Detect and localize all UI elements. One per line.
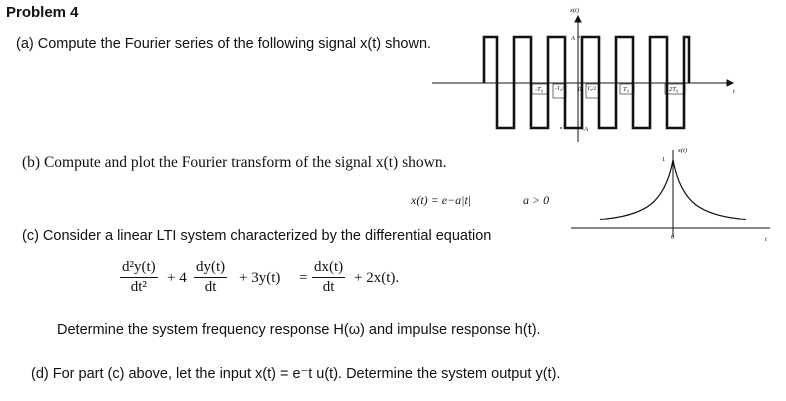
tick-box (664, 83, 686, 95)
problem-title: Problem 4 (6, 4, 79, 21)
tick-label: T₀ (623, 86, 629, 93)
tick-box (552, 83, 567, 99)
exp-curve-tail (739, 218, 747, 220)
exp-origin-label: 0 (671, 234, 675, 241)
y-axis-arrow (574, 14, 582, 23)
part-c-text: (c) Consider a linear LTI system charact… (22, 228, 492, 244)
part-c-question: Determine the system frequency response … (57, 322, 541, 338)
ode-frac-d2y: d²y(t) dt² (120, 259, 158, 296)
ode-term-3y: + 3y(t) (239, 270, 281, 286)
ode-d2y-den: dt² (130, 279, 147, 295)
sq-amp-pos: A (571, 35, 575, 42)
exp-t-label: t (765, 236, 767, 243)
exp-peak-label: 1 (662, 156, 666, 163)
ode-dx-num: dx(t) (314, 259, 344, 275)
fraction-bar (312, 277, 346, 278)
part-d-text: (d) For part (c) above, let the input x(… (31, 366, 561, 382)
ode-frac-dx: dx(t) dt (312, 259, 346, 296)
fraction-bar (194, 277, 228, 278)
ode-dy-num: dy(t) (196, 259, 226, 275)
ode-dy-den: dt (204, 279, 217, 295)
part-a-text: (a) Compute the Fourier series of the fo… (16, 36, 432, 52)
tick-box (619, 83, 635, 95)
tick-label: 2T₀ (669, 86, 679, 93)
ode-d2y-num: d²y(t) (122, 259, 156, 275)
exp-curve (605, 159, 741, 220)
ode-frac-dy: dy(t) dt (194, 259, 228, 296)
tick-label: 0 (578, 86, 582, 93)
tick-label: -T₀/2 (555, 86, 567, 92)
tick-box (585, 83, 600, 99)
exp-curve-tail (599, 218, 607, 220)
ode-equals: = (299, 270, 308, 286)
sq-y-label: x(t) (570, 7, 580, 14)
part-b-equation: x(t) = e−a|t| (411, 193, 472, 207)
tick-label: T₀/2 (587, 86, 597, 92)
tick-box (531, 83, 549, 95)
ode-coef-4: + 4 (167, 270, 187, 286)
part-b-condition: a > 0 (523, 193, 550, 207)
exp-y-label: x(t) (678, 147, 688, 154)
sq-t-label: t (733, 88, 735, 95)
fraction-bar (120, 277, 158, 278)
part-b-text: (b) Compute and plot the Fourier transfo… (22, 154, 447, 171)
ode-dx-den: dt (322, 279, 335, 295)
sq-amp-neg: -A (582, 126, 589, 133)
tick-label: -T₀ (535, 86, 544, 93)
exp-graph (571, 150, 770, 237)
ode-term-2x: + 2x(t). (354, 270, 400, 286)
t-axis-arrow (726, 79, 735, 87)
